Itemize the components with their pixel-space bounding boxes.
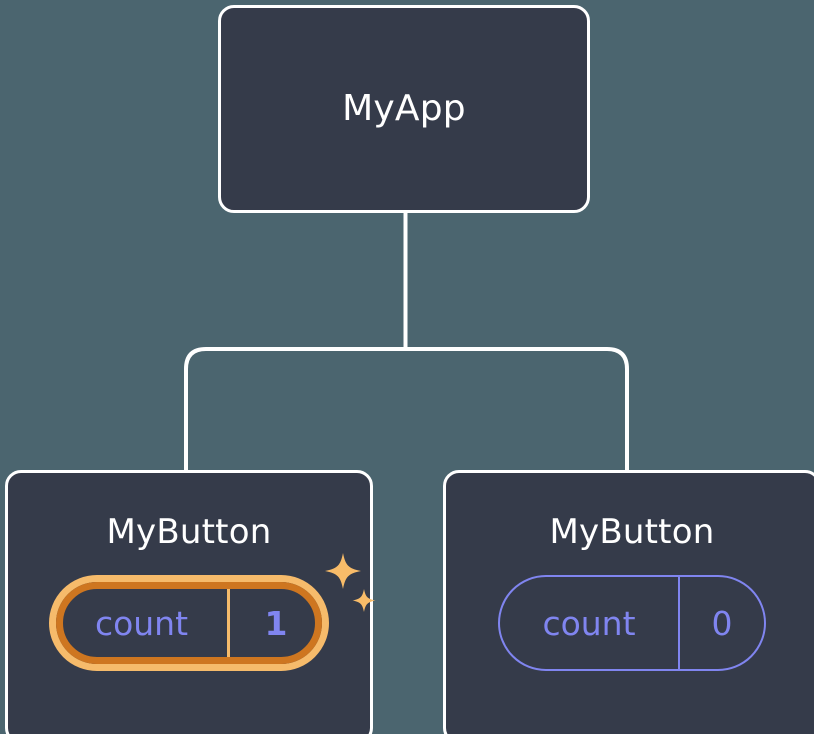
sparkle-large-icon <box>325 553 361 589</box>
state-pill-left[interactable]: count 1 <box>49 575 329 671</box>
connector-branch-right <box>405 347 629 472</box>
connector-branch-left <box>184 347 406 472</box>
node-mybutton-left-title: MyButton <box>106 512 272 552</box>
state-pill-right[interactable]: count 0 <box>498 575 766 671</box>
state-value-right: 0 <box>678 577 764 669</box>
state-key-right: count <box>542 603 636 643</box>
state-key-left: count <box>94 603 189 643</box>
node-mybutton-right-title: MyButton <box>549 512 715 552</box>
node-myapp-title: MyApp <box>342 88 466 129</box>
node-myapp[interactable]: MyApp <box>218 5 590 213</box>
state-value-left: 1 <box>227 582 322 664</box>
node-mybutton-right[interactable]: MyButton count 0 <box>443 470 814 734</box>
node-mybutton-left[interactable]: MyButton count 1 <box>5 470 376 734</box>
sparkle-small-icon <box>352 589 376 612</box>
state-pill-wrap-left: count 1 <box>49 553 376 671</box>
sparkle-group <box>325 553 376 612</box>
state-pill-wrap-right: count 0 <box>498 575 766 671</box>
